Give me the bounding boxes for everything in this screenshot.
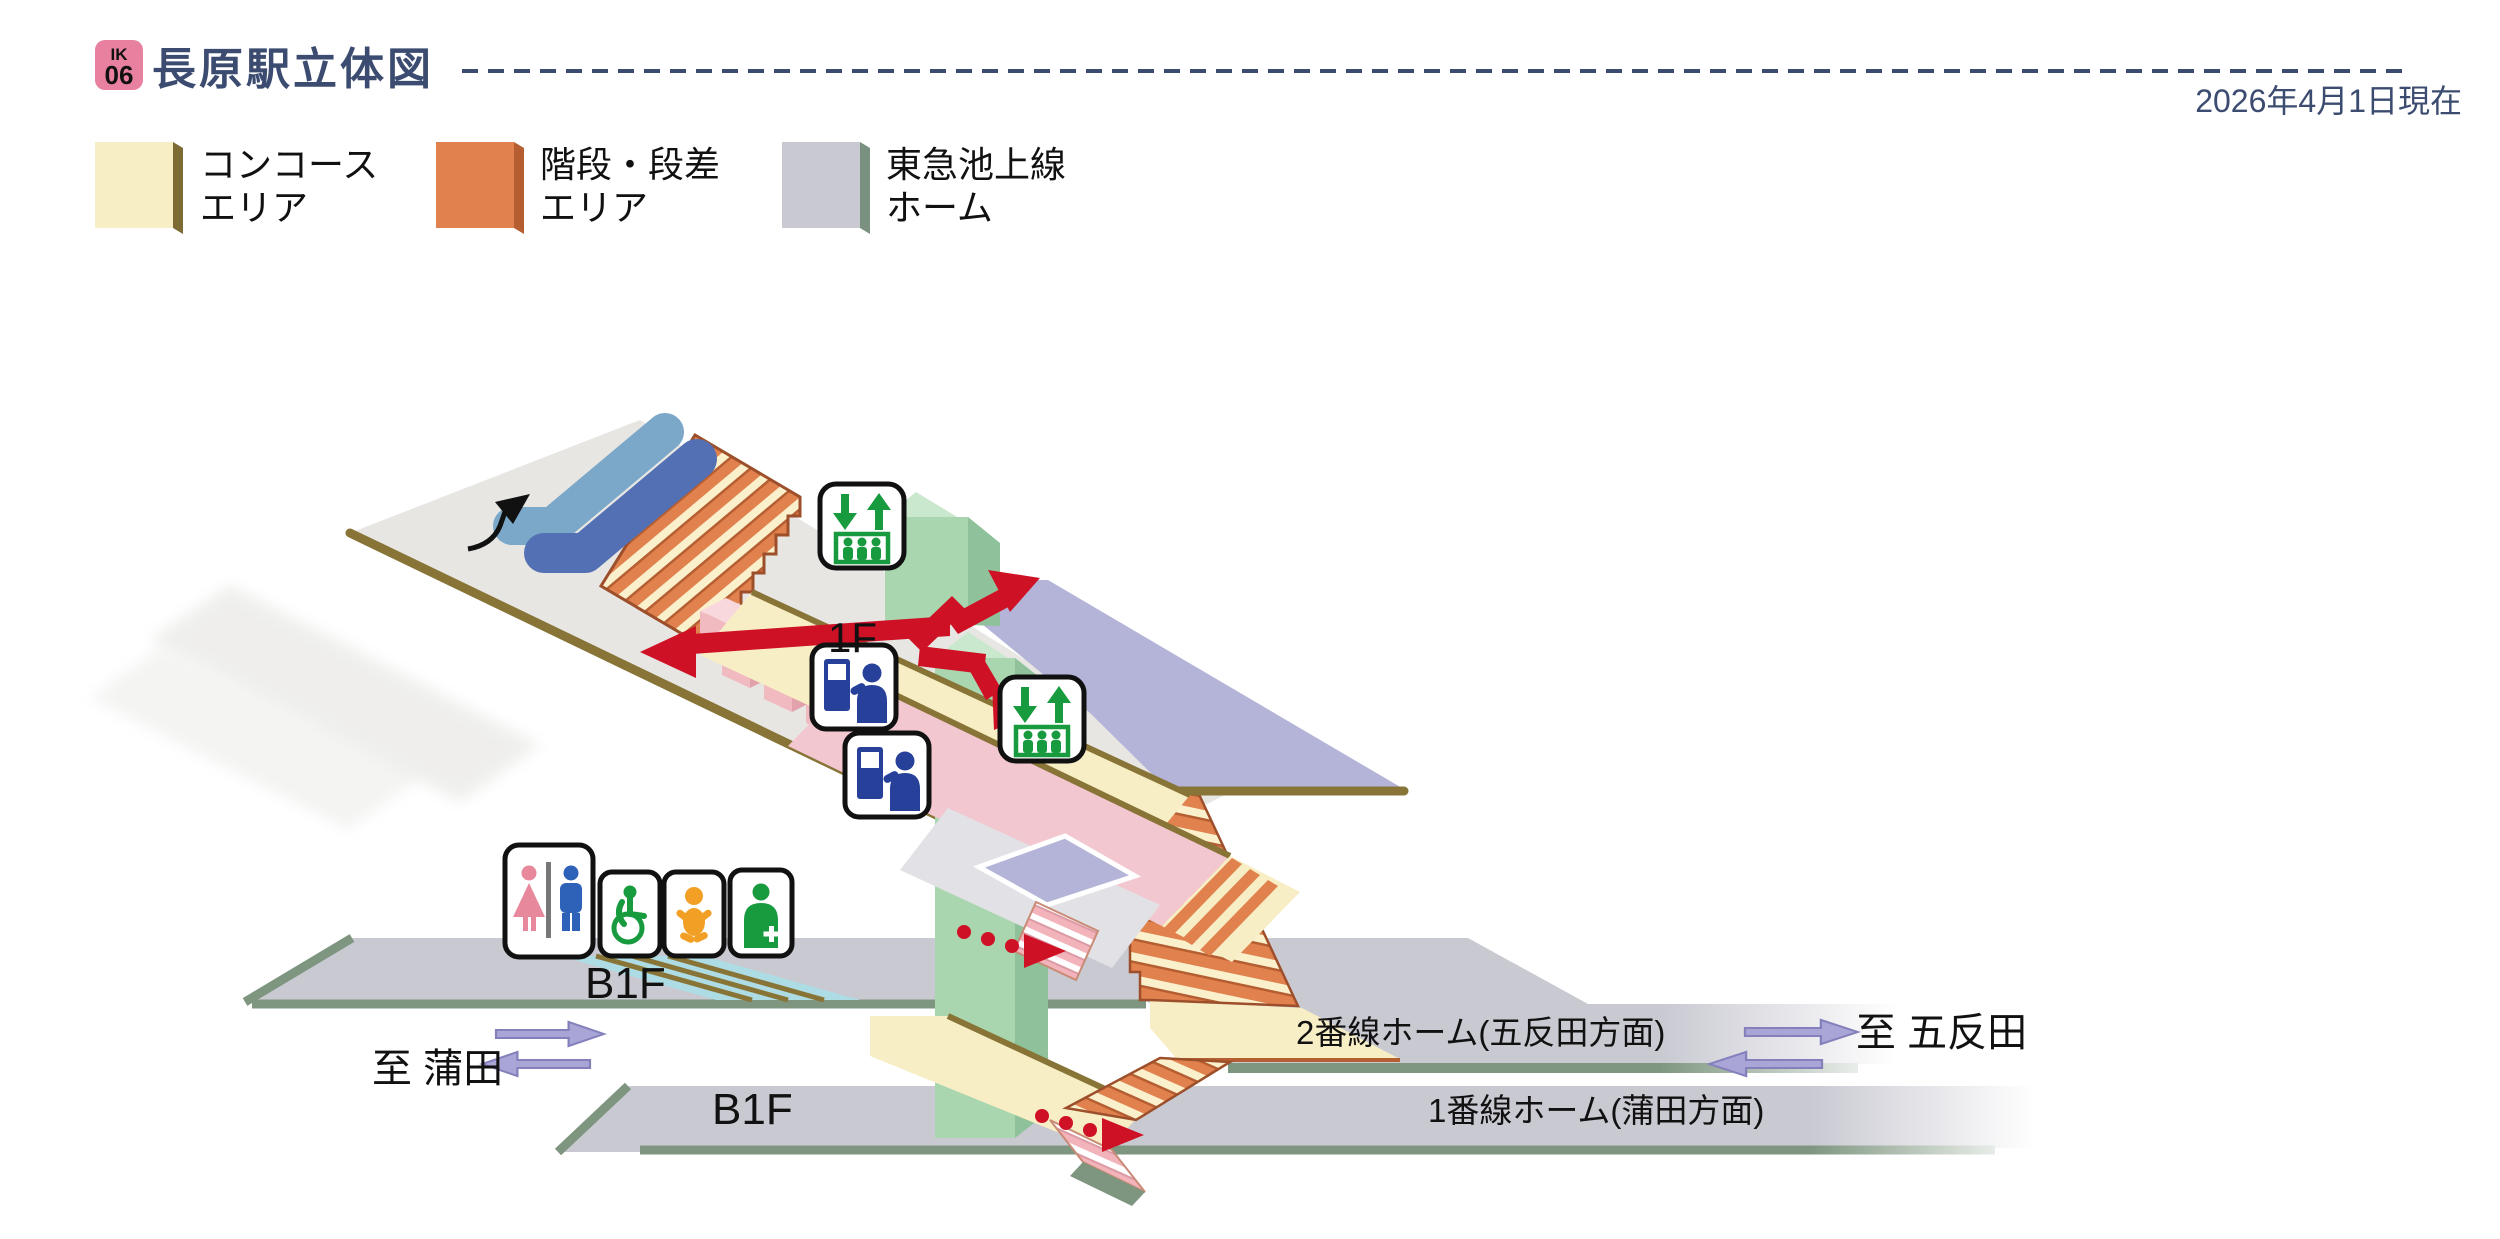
legend-swatch-stairs bbox=[436, 142, 514, 228]
legend-label: ホーム bbox=[886, 187, 993, 228]
platform2-label: 2番線ホーム(五反田方面) bbox=[1296, 1014, 1665, 1051]
direction-label-kamata: 至 蒲田 bbox=[372, 1047, 503, 1091]
legend-item-concourse: コンコース エリア bbox=[95, 142, 378, 234]
ground-shadow bbox=[150, 585, 540, 802]
stairs-landing-to-walkway bbox=[1062, 1056, 1235, 1122]
overtrack-deck bbox=[965, 580, 1409, 796]
legend-label: 東急池上線 bbox=[886, 144, 1066, 185]
platform1-group bbox=[554, 1082, 2065, 1156]
station-code-badge bbox=[95, 40, 143, 90]
platform1-edge-end bbox=[554, 1082, 632, 1156]
legend-swatch-platform bbox=[782, 142, 860, 228]
elevator-icon-2 bbox=[1000, 677, 1084, 761]
wheelchair-accessible-icon bbox=[597, 869, 663, 959]
legend-item-stairs: 階段・段差 エリア bbox=[436, 142, 720, 234]
page-title: 長原駅立体図 bbox=[152, 45, 434, 94]
direction-label-gotanda: 至 五反田 bbox=[1856, 1011, 2027, 1055]
escalator-up-arrow-icon bbox=[467, 494, 530, 552]
legend-label: コンコース bbox=[200, 144, 378, 185]
platform1-fade bbox=[1810, 1078, 2075, 1164]
floor-label-b1f-upper: B1F bbox=[585, 959, 666, 1008]
legend-item-platform: 東急池上線 ホーム bbox=[782, 142, 1066, 234]
toilet-icon bbox=[502, 842, 596, 960]
steps-base-edge bbox=[1070, 1162, 1145, 1206]
elevator-icon bbox=[820, 484, 904, 568]
stair-landing bbox=[1150, 1000, 1398, 1058]
mezzanine-opening bbox=[972, 833, 1142, 908]
floor-label-1f: 1F bbox=[828, 614, 877, 661]
walkway-b1f bbox=[870, 1016, 1146, 1152]
toilet-area bbox=[560, 953, 860, 1003]
platform1-surface bbox=[558, 1086, 2065, 1152]
train-direction-arrow-right bbox=[494, 1020, 605, 1048]
legend-swatch-platform-edge bbox=[860, 142, 870, 234]
ground-shadow-2 bbox=[90, 648, 420, 830]
platform2-fade bbox=[1660, 920, 1940, 1080]
legend-swatch-concourse bbox=[95, 142, 173, 228]
platform1-label: 1番線ホーム(蒲田方面) bbox=[1428, 1092, 1764, 1129]
legend-swatch-stairs-edge bbox=[514, 142, 524, 234]
legend: コンコース エリア 階段・段差 エリア 東急池上線 ホーム bbox=[95, 142, 1066, 234]
floor-label-b1f-lower: B1F bbox=[712, 1085, 793, 1134]
baby-care-icon bbox=[661, 869, 727, 959]
legend-label: 階段・段差 bbox=[540, 144, 720, 185]
station-code-number: 06 bbox=[105, 60, 134, 90]
legend-label: エリア bbox=[540, 187, 648, 228]
header: IK 06 長原駅立体図 2026年4月1日現在 bbox=[95, 40, 2462, 119]
legend-label: エリア bbox=[200, 187, 308, 228]
nursing-room-icon bbox=[727, 867, 795, 959]
escalator-back-rail bbox=[493, 413, 684, 545]
date-note: 2026年4月1日現在 bbox=[2195, 83, 2462, 119]
legend-swatch-concourse-edge bbox=[173, 142, 183, 234]
platform2-edge-end bbox=[242, 934, 355, 1006]
ticket-machine-icon-2 bbox=[845, 733, 929, 817]
station-code-line: IK bbox=[111, 45, 129, 64]
escalator-front-rail bbox=[524, 439, 717, 573]
